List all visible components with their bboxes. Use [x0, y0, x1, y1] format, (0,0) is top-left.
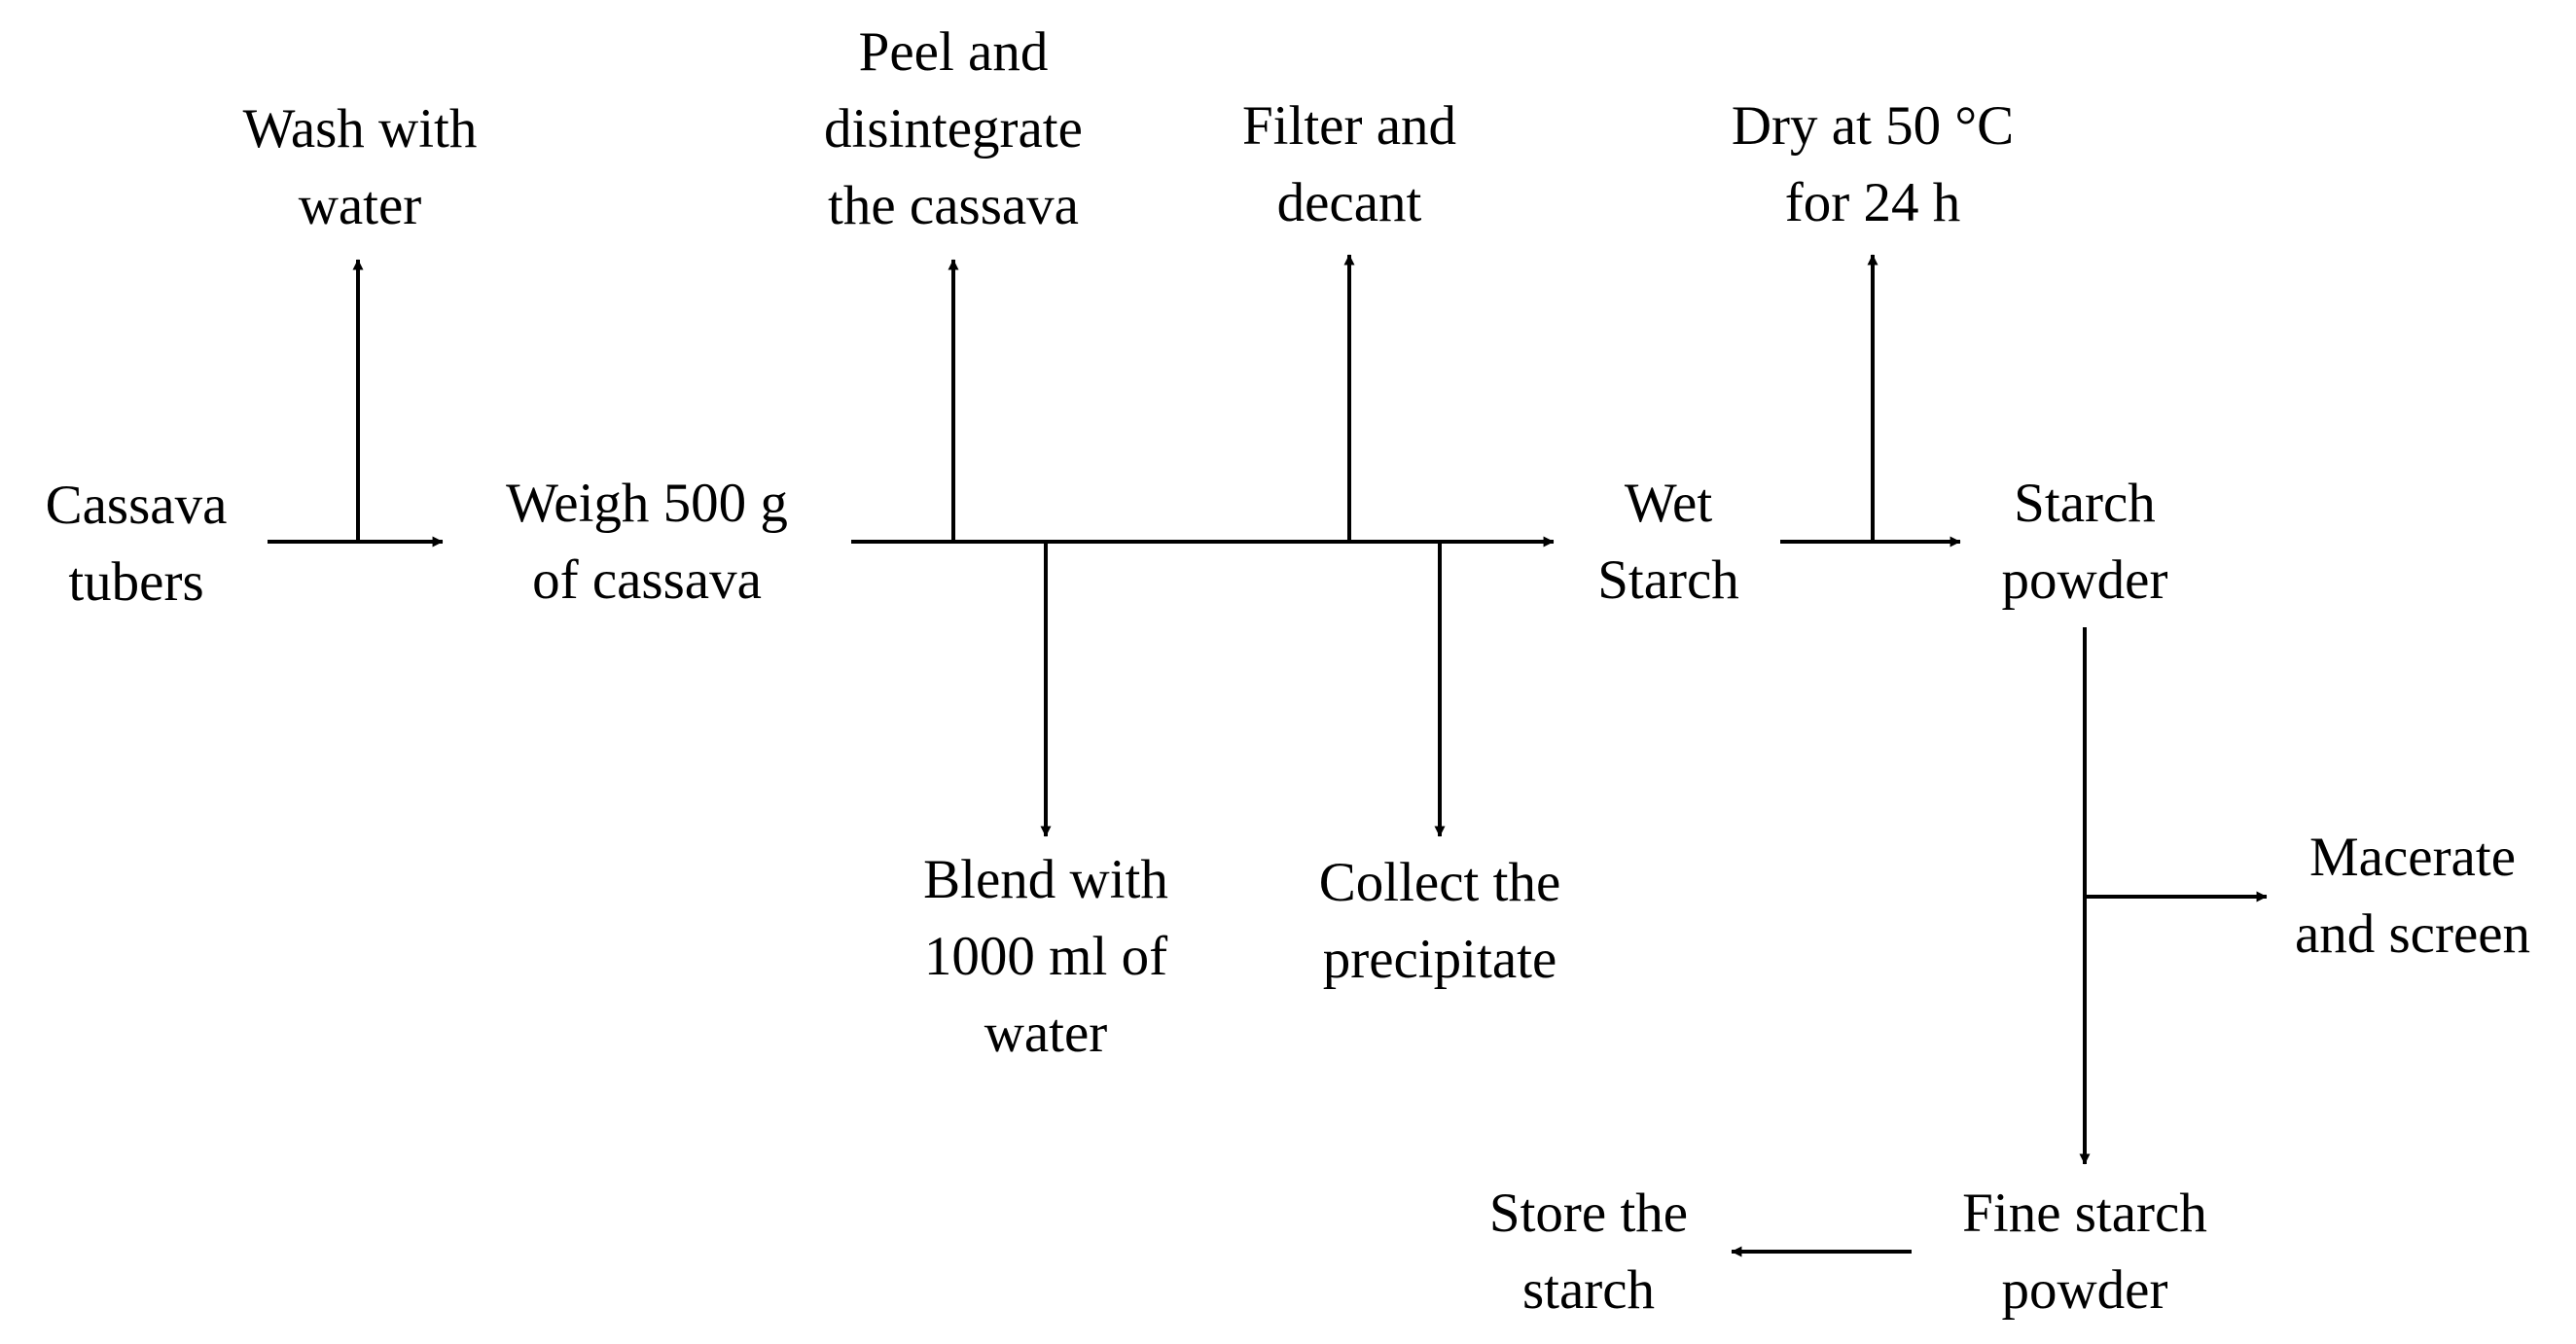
- node-weigh-cassava: Weigh 500 g of cassava: [506, 473, 788, 611]
- node-starch-powder: Starch powder: [2001, 473, 2168, 611]
- step-collect-precipitate: Collect the precipitate: [1318, 852, 1561, 990]
- step-filter-and-decant: Filter and decant: [1241, 95, 1457, 233]
- node-fine-starch-powder: Fine starch powder: [1962, 1183, 2207, 1321]
- node-cassava-tubers: Cassava tubers: [45, 475, 228, 613]
- step-blend-with-water: Blend with 1000 ml of water: [923, 849, 1168, 1064]
- node-store-starch: Store the starch: [1488, 1183, 1689, 1321]
- node-wet-starch: Wet Starch: [1597, 473, 1739, 611]
- step-dry: Dry at 50 °C for 24 h: [1731, 95, 2015, 233]
- step-macerate-and-screen: Macerate and screen: [2294, 827, 2531, 965]
- step-wash-with-water: Wash with water: [242, 98, 478, 236]
- step-peel-and-disintegrate: Peel and disintegrate the cassava: [824, 21, 1083, 236]
